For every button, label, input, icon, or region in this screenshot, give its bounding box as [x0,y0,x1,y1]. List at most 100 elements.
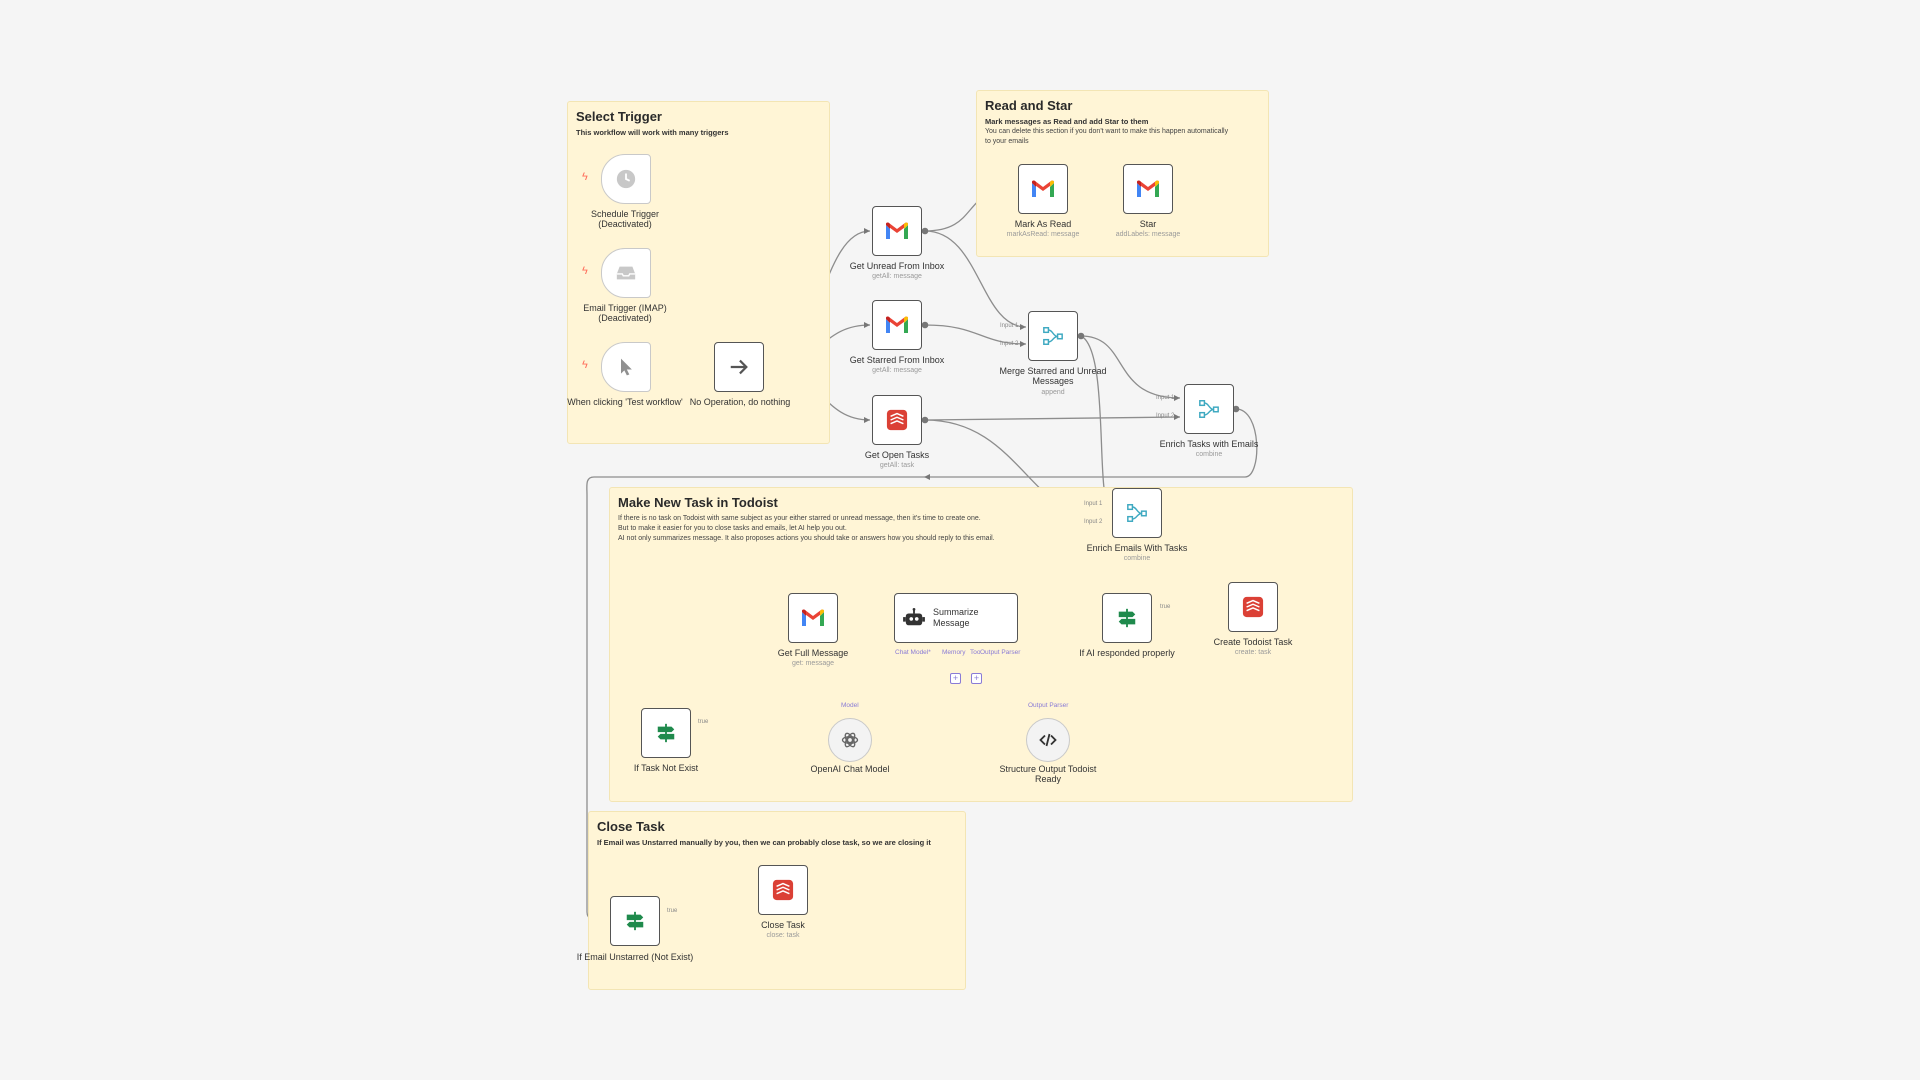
node-if-task-not-exist-label: If Task Not Exist [633,763,699,773]
node-get-unread-label: Get Unread From Inbox [849,261,945,271]
node-get-unread-sub: getAll: message [872,273,922,280]
if-icon [624,910,646,932]
gmail-icon [885,222,909,240]
add-tool-button[interactable]: + [971,673,982,684]
node-email-trigger-label: Email Trigger (IMAP) (Deactivated) [583,303,667,324]
sticky-make-new-task[interactable]: Make New Task in Todoist If there is no … [609,487,1353,802]
sticky-make-new-task-line2: But to make it easier for you to close t… [618,524,847,532]
node-enrich-emails-sub: combine [1123,555,1151,562]
node-if-email-unstarred-label: If Email Unstarred (Not Exist) [576,952,694,962]
node-manual-trigger-label: When clicking 'Test workflow' [567,397,683,407]
node-get-open-tasks-label: Get Open Tasks [864,450,930,460]
node-merge-starred-unread[interactable] [1028,311,1078,361]
node-star[interactable] [1123,164,1173,214]
node-close-task-sub: close: task [766,932,800,939]
node-get-full-message-sub: get: message [791,660,835,667]
merge-icon [1126,502,1148,524]
summarize-chat-model-port[interactable]: Chat Model* [895,649,931,656]
gmail-icon [1136,180,1160,198]
summarize-memory-port[interactable]: Memory [942,649,966,656]
summarize-output-parser-port[interactable]: Output Parser [980,649,1021,656]
node-manual-trigger[interactable] [601,342,651,392]
wire-opentasks-to-enrich-tasks [924,416,1181,421]
todoist-icon [886,409,908,431]
node-if-ai-responded[interactable] [1102,593,1152,643]
node-get-unread[interactable] [872,206,922,256]
node-structure-output[interactable] [1026,718,1070,762]
trigger-bolt-icon: ϟ [582,359,588,371]
node-create-todoist-task-label: Create Todoist Task [1213,637,1293,647]
merge-icon [1198,398,1220,420]
node-if-email-unstarred[interactable] [610,896,660,946]
node-get-starred-sub: getAll: message [872,367,922,374]
node-get-starred-label: Get Starred From Inbox [849,355,945,365]
todoist-icon [772,879,794,901]
summarize-tool-port[interactable]: Tool [970,649,982,656]
cursor-icon [621,358,632,376]
node-if-task-not-exist[interactable] [641,708,691,758]
node-get-full-message[interactable] [788,593,838,643]
node-openai-chat-model-label: OpenAI Chat Model [810,764,890,774]
if-ai-true-label: true [1160,604,1171,610]
gmail-icon [1031,180,1055,198]
enrich-emails-input2-label: Input 2 [1084,519,1103,525]
robot-icon [903,608,925,626]
node-mark-as-read[interactable] [1018,164,1068,214]
node-enrich-tasks-sub: combine [1195,451,1223,458]
arrow-right-icon [730,359,748,375]
node-get-starred[interactable] [872,300,922,350]
trigger-bolt-icon: ϟ [582,171,588,183]
add-memory-button[interactable]: + [950,673,961,684]
node-enrich-tasks[interactable] [1184,384,1234,434]
enrich-emails-input1-label: Input 1 [1084,501,1103,507]
node-close-task-label: Close Task [761,920,805,930]
trigger-bolt-icon: ϟ [582,265,588,277]
openai-model-port-label: Model [841,702,859,709]
node-schedule-trigger[interactable] [601,154,651,204]
sticky-make-new-task-line1: If there is no task on Todoist with same… [618,515,981,522]
node-create-todoist-task[interactable] [1228,582,1278,632]
sticky-select-trigger-title: Select Trigger [576,109,662,124]
node-summarize-message[interactable]: Summarize Message [894,593,1018,643]
node-star-label: Star [1139,219,1157,229]
node-openai-chat-model[interactable] [828,718,872,762]
inbox-icon [616,266,636,280]
node-schedule-trigger-label: Schedule Trigger (Deactivated) [590,209,660,230]
sticky-select-trigger-subtitle: This workflow will work with many trigge… [576,128,729,137]
clock-icon [616,169,636,189]
if-task-true-label: true [698,719,709,725]
node-mark-as-read-label: Mark As Read [1014,219,1072,229]
node-email-trigger[interactable] [601,248,651,298]
sticky-close-task-subtitle: If Email was Unstarred manually by you, … [597,838,931,847]
wire-merge-to-enrich-emails [1080,335,1111,505]
openai-icon [841,732,859,748]
node-get-open-tasks-sub: getAll: task [879,462,915,469]
node-close-task[interactable] [758,865,808,915]
if-icon [655,722,677,744]
sticky-read-and-star-line1: You can delete this section if you don't… [985,127,1229,135]
node-merge-starred-unread-sub: append [1041,389,1065,396]
node-get-open-tasks[interactable] [872,395,922,445]
merge-input2-label: Input 2 [1000,341,1019,347]
node-get-full-message-label: Get Full Message [777,648,849,658]
enrich-tasks-input2-label: Input 2 [1156,413,1175,419]
if-unstarred-true-label: true [667,908,678,914]
if-icon [1116,607,1138,629]
gmail-icon [885,316,909,334]
node-enrich-tasks-label: Enrich Tasks with Emails [1159,439,1259,449]
merge-icon [1042,325,1064,347]
node-no-operation[interactable] [714,342,764,392]
sticky-read-and-star-line2: to your emails [985,137,1029,145]
sticky-close-task-title: Close Task [597,819,665,834]
structure-output-port-label: Output Parser [1028,702,1069,709]
node-enrich-emails[interactable] [1112,488,1162,538]
code-icon [1039,733,1057,747]
todoist-icon [1242,596,1264,618]
node-if-ai-responded-label: If AI responded properly [1079,648,1175,658]
sticky-make-new-task-title: Make New Task in Todoist [618,495,778,510]
sticky-make-new-task-line3: AI not only summarizes message. It also … [618,534,995,542]
enrich-tasks-input1-label: Input 1 [1156,395,1175,401]
node-create-todoist-task-sub: create: task [1234,649,1272,656]
gmail-icon [801,609,825,627]
